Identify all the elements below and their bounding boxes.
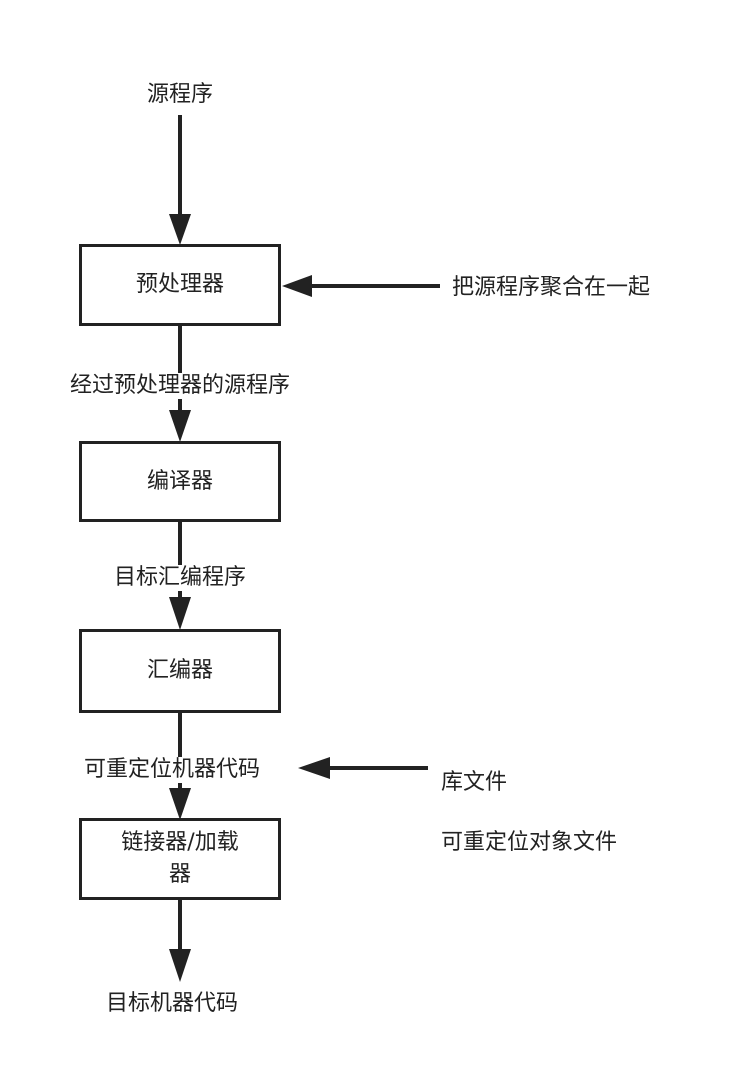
arrowhead-source-to-preprocessor: [169, 214, 191, 245]
compiler-label: 编译器: [146, 468, 213, 494]
preprocessed-source-label: 经过预处理器的源程序: [69, 373, 291, 399]
library-files-label: 库文件: [441, 770, 508, 795]
target-assembly-label: 目标汇编程序: [113, 565, 247, 591]
arrowhead-side-input-linker: [298, 757, 330, 779]
preprocessor-label: 预处理器: [135, 272, 224, 297]
arrowhead-linker-to-output: [169, 949, 191, 982]
linker-loader-label: 链接器/加载器: [121, 830, 239, 887]
preprocessor-side-input-label: 把源程序聚合在一起: [452, 275, 651, 301]
arrowhead-compiler-to-assembler: [169, 597, 191, 630]
arrowhead-assembler-to-linker: [169, 788, 191, 820]
linker-loader-box: 链接器/加载器: [79, 818, 281, 900]
arrowhead-preprocessor-to-compiler: [169, 410, 191, 442]
target-machine-code-label: 目标机器代码: [105, 991, 239, 1017]
compiler-box: 编译器: [79, 441, 281, 522]
source-program-label: 源程序: [146, 82, 214, 108]
relocatable-object-files-label: 可重定位对象文件: [441, 830, 618, 855]
relocatable-machine-code-label: 可重定位机器代码: [83, 757, 261, 783]
assembler-box: 汇编器: [79, 629, 281, 713]
preprocessor-box: 预处理器: [79, 244, 281, 326]
arrowhead-side-input-preprocessor: [282, 275, 312, 297]
linker-side-input-label: 库文件 可重定位对象文件: [441, 738, 618, 858]
assembler-label: 汇编器: [146, 658, 213, 683]
